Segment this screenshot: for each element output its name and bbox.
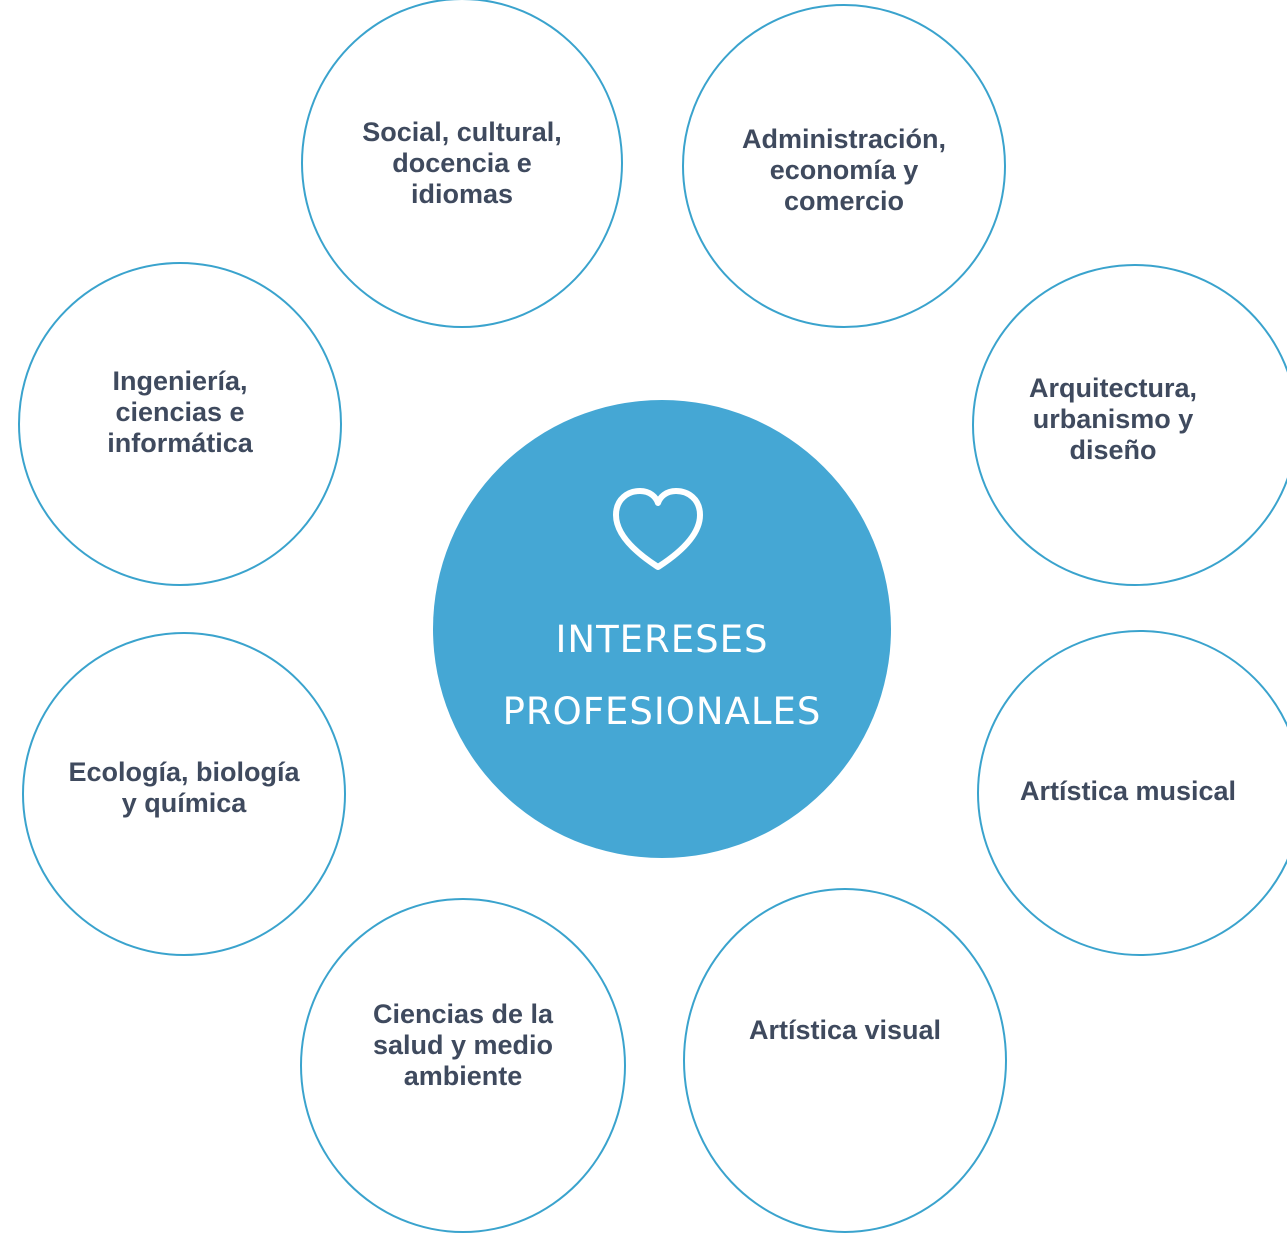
area-label: Ecología, biología y química [68, 757, 300, 818]
area-bubble-arquitectura: Arquitectura, urbanismo y diseño [972, 264, 1287, 586]
heart-icon [613, 488, 703, 570]
area-bubble-ingenieria: Ingeniería, ciencias e informática [18, 262, 342, 586]
area-bubble-ciencias-salud: Ciencias de la salud y medio ambiente [300, 898, 626, 1233]
area-bubble-artistica-musical: Artística musical [977, 630, 1287, 956]
area-bubble-administracion: Administración, economía y comercio [682, 4, 1006, 328]
center-title-line2: PROFESIONALES [502, 690, 822, 733]
area-label: Ingeniería, ciencias e informática [107, 365, 253, 458]
area-bubble-artistica-visual: Artística visual [683, 888, 1007, 1233]
area-label: Administración, economía y comercio [741, 123, 947, 216]
area-label: Ciencias de la salud y medio ambiente [372, 999, 554, 1091]
area-bubble-ecologia: Ecología, biología y química [22, 632, 346, 956]
area-label: Artística musical [1019, 775, 1237, 806]
center-title-line1: INTERESES [555, 618, 769, 661]
center-circle [433, 400, 891, 858]
area-label: Arquitectura, urbanismo y diseño [1028, 372, 1198, 465]
area-bubble-social: Social, cultural, docencia e idiomas [301, 0, 623, 328]
area-label: Social, cultural, docencia e idiomas [362, 116, 562, 209]
area-label: Artística visual [748, 1015, 942, 1045]
